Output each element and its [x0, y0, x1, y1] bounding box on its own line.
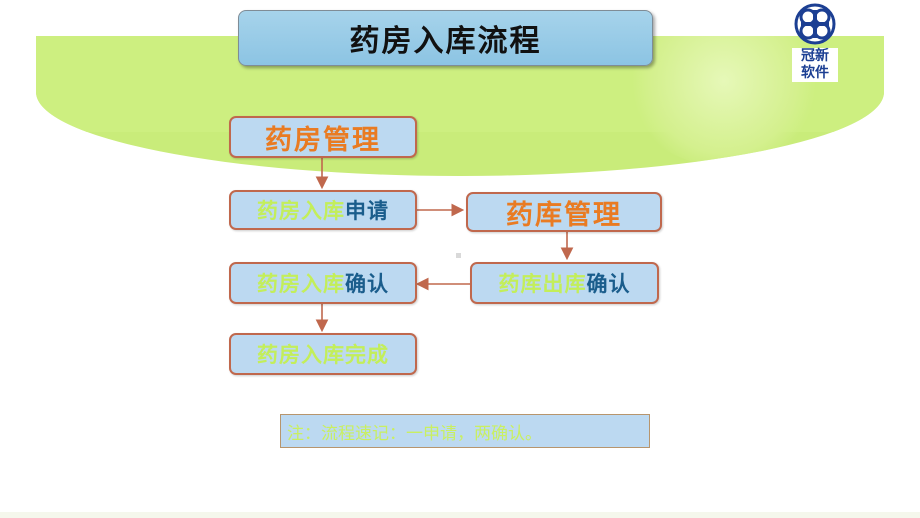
logo-text-line1: 冠新: [801, 48, 829, 64]
node-pharmacy-inbound-request: 药房入库申请: [229, 190, 417, 230]
logo-text: 冠新 软件: [792, 48, 838, 82]
node-pharmacy-inbound-confirm: 药房入库确认: [229, 262, 417, 304]
company-logo: 冠新 软件: [790, 2, 840, 86]
inbound-label-suffix: 确认: [345, 271, 389, 296]
banner-highlight: [624, 36, 824, 166]
logo-text-line2: 软件: [801, 65, 829, 81]
node-warehouse-management: 药库管理: [466, 192, 662, 232]
request-label-suffix: 申请: [345, 198, 389, 223]
slide-title: 药房入库流程: [238, 10, 653, 66]
slide-center-marker: [456, 253, 461, 258]
outbound-label-suffix: 确认: [586, 271, 631, 296]
node-warehouse-outbound-confirm: 药库出库确认: [470, 262, 659, 304]
outbound-label-prefix: 药库出库: [498, 271, 587, 296]
footer-strip: [0, 512, 920, 518]
node-pharmacy-management: 药房管理: [229, 116, 417, 158]
node-pharmacy-inbound-complete: 药房入库完成: [229, 333, 417, 375]
logo-emblem-icon: [794, 3, 836, 45]
complete-label: 药房入库完成: [257, 342, 389, 367]
inbound-label-prefix: 药房入库: [257, 271, 345, 296]
request-label-prefix: 药房入库: [257, 198, 345, 223]
process-note: 注：流程速记：一申请，两确认。: [280, 414, 650, 448]
